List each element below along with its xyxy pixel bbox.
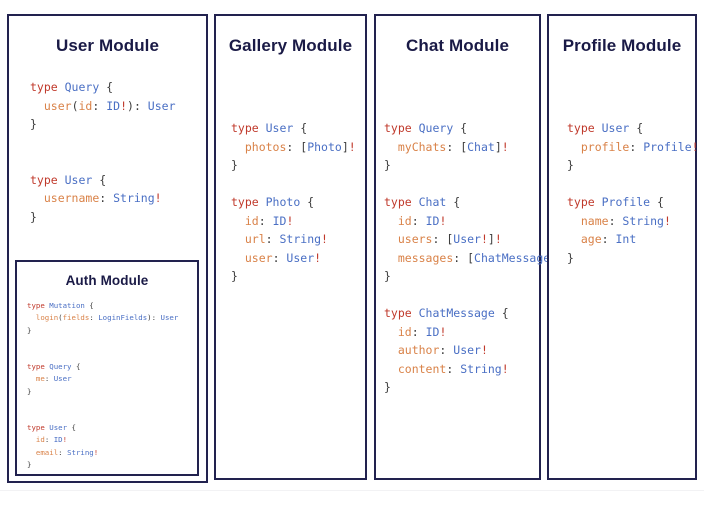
panel-title-user-module: User Module — [55, 36, 160, 55]
panel-title-auth-module: Auth Module — [65, 273, 149, 288]
panel-gallery-module[interactable]: Gallery Module type User { photos: [Phot… — [214, 14, 367, 480]
code-block-user-module: type Query { user(id: ID!): User } type … — [30, 80, 176, 224]
panel-title-chat-module: Chat Module — [405, 36, 510, 55]
panel-chat-module[interactable]: Chat Module type Query { myChats: [Chat]… — [374, 14, 564, 480]
code-block-chat-module: type Query { myChats: [Chat]! } type Cha… — [384, 121, 564, 395]
panel-title-profile-module: Profile Module — [562, 36, 682, 55]
card-auth-module[interactable]: Auth Module type Mutation { login(fields… — [15, 260, 199, 476]
code-block-auth-module: type Mutation { login(fields: LoginField… — [27, 301, 179, 469]
bottom-divider — [0, 490, 704, 491]
panel-title-gallery-module: Gallery Module — [228, 36, 353, 55]
code-block-profile-module: type User { profile: Profile! } type Pro… — [567, 121, 699, 265]
panel-profile-module[interactable]: Profile Module type User { profile: Prof… — [547, 14, 699, 480]
panel-user-module[interactable]: User Module type Query { user(id: ID!): … — [7, 14, 208, 483]
code-block-gallery-module: type User { photos: [Photo]! } type Phot… — [231, 121, 356, 284]
